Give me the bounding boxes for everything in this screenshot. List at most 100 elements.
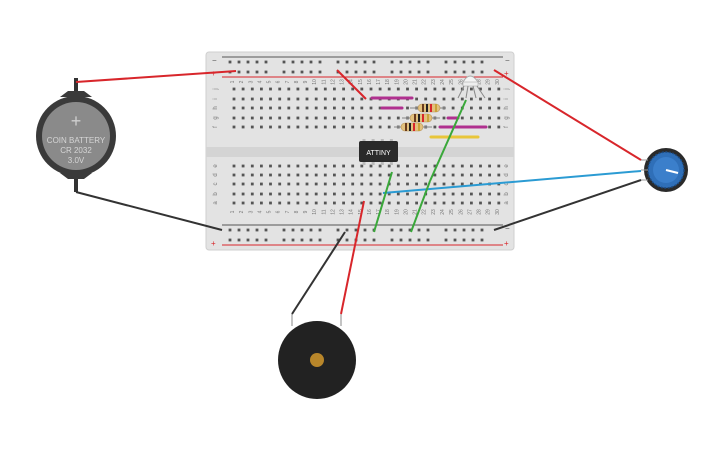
hole-d23[interactable] (433, 173, 437, 177)
hole-d24[interactable] (442, 173, 446, 177)
hole-c13[interactable] (342, 182, 345, 186)
hole-f3[interactable] (250, 125, 254, 129)
hole-h15[interactable] (360, 106, 364, 110)
hole-h13[interactable] (342, 106, 345, 110)
rail-hole[interactable] (228, 238, 232, 242)
hole-f11[interactable] (323, 125, 327, 129)
rail-hole[interactable] (300, 238, 304, 242)
rail-hole[interactable] (399, 228, 403, 232)
hole-d7[interactable] (287, 173, 291, 177)
hole-g29[interactable] (488, 116, 491, 120)
hole-e5[interactable] (269, 164, 272, 168)
hole-g9[interactable] (305, 116, 309, 120)
hole-h16[interactable] (369, 106, 373, 110)
hole-a27[interactable] (470, 201, 473, 205)
hole-j7[interactable] (287, 87, 291, 91)
rail-hole[interactable] (453, 238, 457, 242)
rail-hole[interactable] (426, 228, 430, 232)
rail-hole[interactable] (264, 238, 268, 242)
hole-e28[interactable] (479, 164, 482, 168)
hole-e9[interactable] (305, 164, 309, 168)
rail-hole[interactable] (363, 60, 367, 64)
hole-c21[interactable] (415, 182, 418, 186)
rail-hole[interactable] (264, 228, 268, 232)
hole-j19[interactable] (396, 87, 400, 91)
hole-j10[interactable] (314, 87, 318, 91)
hole-a30[interactable] (497, 201, 501, 205)
hole-a25[interactable] (451, 201, 455, 205)
hole-b17[interactable] (378, 192, 382, 196)
hole-f7[interactable] (287, 125, 291, 129)
rail-hole[interactable] (264, 70, 268, 74)
rail-hole[interactable] (282, 60, 286, 64)
rail-hole[interactable] (336, 238, 340, 242)
hole-h25[interactable] (451, 106, 455, 110)
hole-c20[interactable] (406, 182, 409, 186)
hole-f13[interactable] (342, 125, 345, 129)
hole-e22[interactable] (424, 164, 428, 168)
rail-hole[interactable] (408, 60, 412, 64)
resistor-3[interactable] (394, 122, 432, 132)
hole-a8[interactable] (296, 201, 300, 205)
hole-c15[interactable] (360, 182, 364, 186)
hole-c23[interactable] (433, 182, 437, 186)
hole-i13[interactable] (342, 97, 345, 101)
hole-d6[interactable] (278, 173, 282, 177)
hole-b9[interactable] (305, 192, 309, 196)
rail-hole[interactable] (237, 60, 241, 64)
hole-e24[interactable] (442, 164, 446, 168)
hole-j21[interactable] (415, 87, 418, 91)
hole-c9[interactable] (305, 182, 309, 186)
hole-g11[interactable] (323, 116, 327, 120)
rail-hole[interactable] (300, 60, 304, 64)
hole-j15[interactable] (360, 87, 364, 91)
hole-c3[interactable] (250, 182, 254, 186)
hole-d17[interactable] (378, 173, 382, 177)
hole-e27[interactable] (470, 164, 473, 168)
hole-b16[interactable] (369, 192, 373, 196)
hole-g27[interactable] (470, 116, 473, 120)
piezo-buzzer[interactable] (278, 314, 356, 399)
hole-d3[interactable] (250, 173, 254, 177)
hole-g5[interactable] (269, 116, 272, 120)
hole-h11[interactable] (323, 106, 327, 110)
hole-i4[interactable] (260, 97, 263, 101)
green-wire-2[interactable] (429, 99, 467, 182)
hole-g8[interactable] (296, 116, 300, 120)
hole-b3[interactable] (250, 192, 254, 196)
hole-e4[interactable] (260, 164, 263, 168)
rail-hole[interactable] (318, 70, 322, 74)
hole-b18[interactable] (387, 192, 391, 196)
coin-battery[interactable]: + COIN BATTERY CR 2032 3.0V (36, 78, 116, 192)
hole-a26[interactable] (460, 201, 464, 205)
hole-a10[interactable] (314, 201, 318, 205)
hole-c22[interactable] (424, 182, 428, 186)
rail-hole[interactable] (354, 228, 358, 232)
hole-d22[interactable] (424, 173, 428, 177)
hole-a13[interactable] (342, 201, 345, 205)
hole-g15[interactable] (360, 116, 364, 120)
hole-e20[interactable] (406, 164, 409, 168)
hole-i28[interactable] (479, 97, 482, 101)
hole-g24[interactable] (442, 116, 446, 120)
hole-f16[interactable] (369, 125, 373, 129)
hole-j8[interactable] (296, 87, 300, 91)
rail-hole[interactable] (408, 238, 412, 242)
hole-c25[interactable] (451, 182, 455, 186)
rail-hole[interactable] (264, 60, 268, 64)
hole-g13[interactable] (342, 116, 345, 120)
hole-e17[interactable] (378, 164, 382, 168)
hole-h20[interactable] (406, 106, 409, 110)
hole-b8[interactable] (296, 192, 300, 196)
rail-hole[interactable] (444, 228, 448, 232)
rail-hole[interactable] (318, 60, 322, 64)
hole-e26[interactable] (460, 164, 464, 168)
hole-b25[interactable] (451, 192, 455, 196)
rail-hole[interactable] (345, 228, 349, 232)
hole-b20[interactable] (406, 192, 409, 196)
rail-hole[interactable] (462, 60, 466, 64)
hole-b11[interactable] (323, 192, 327, 196)
rail-hole[interactable] (471, 228, 475, 232)
hole-g16[interactable] (369, 116, 373, 120)
rail-hole[interactable] (354, 70, 358, 74)
